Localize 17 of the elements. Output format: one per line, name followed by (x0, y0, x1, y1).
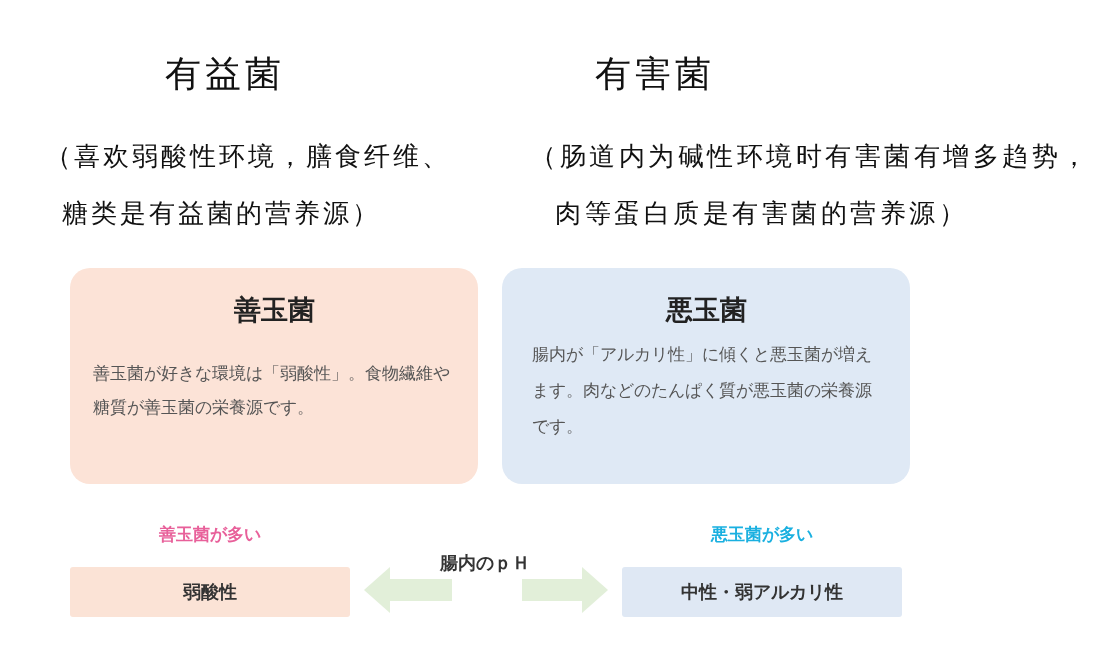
card-text: 善玉菌が好きな環境は「弱酸性」。食物繊維や糖質が善玉菌の栄養源です。 (93, 362, 451, 419)
arrow (522, 567, 608, 613)
heading: 有益菌 (164, 52, 286, 96)
card-text: 腸内が「アルカリ性」に傾くと悪玉菌が増えます。肉などのたんぱく質が悪玉菌の栄養源です。 (532, 343, 873, 438)
ph-box: 弱酸性 (70, 567, 350, 617)
info-card (70, 268, 478, 484)
note-text: （喜欢弱酸性环境，膳食纤维、糖类是有益菌的营养源） (45, 140, 452, 230)
card-title: 善玉菌 (232, 293, 316, 327)
arrow (364, 567, 452, 613)
info-card (502, 268, 910, 484)
caption-text: 悪玉菌が多い (709, 523, 814, 546)
caption-text: 善玉菌が多い (158, 523, 262, 546)
ph-box: 中性・弱アルカリ性 (622, 567, 902, 617)
ph-label: 腸内のｐＨ (430, 548, 540, 578)
heading: 有害菌 (594, 52, 716, 96)
card-title: 悪玉菌 (664, 293, 748, 327)
note-text: （肠道内为碱性环境时有害菌有增多趋势，肉等蛋白质是有害菌的营养源） (530, 140, 1092, 230)
